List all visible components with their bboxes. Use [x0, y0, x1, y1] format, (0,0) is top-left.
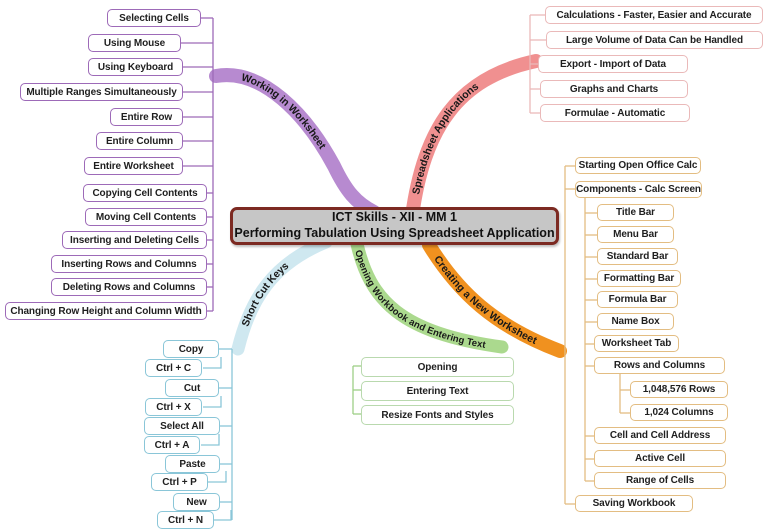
branch-label-working-in-worksheet: Working in Worksheet — [240, 72, 328, 152]
node-selecting-cells: Selecting Cells — [107, 9, 201, 27]
central-topic: ICT Skills - XII - MM 1 Performing Tabul… — [230, 207, 559, 245]
node-formula-bar: Formula Bar — [597, 291, 678, 308]
node-copying-cell-contents: Copying Cell Contents — [83, 184, 207, 202]
node-name-box: Name Box — [597, 313, 674, 330]
node-inserting-deleting-cells: Inserting and Deleting Cells — [62, 231, 207, 249]
central-topic-line2: Performing Tabulation Using Spreadsheet … — [234, 226, 555, 240]
connectors-spreadsheet-applications — [529, 14, 546, 114]
connectors-working-in-worksheet — [181, 17, 214, 312]
node-formatting-bar: Formatting Bar — [597, 270, 681, 287]
node-entire-column: Entire Column — [96, 132, 183, 150]
node-1048576-rows: 1,048,576 Rows — [630, 381, 728, 398]
central-topic-line1: ICT Skills - XII - MM 1 — [331, 210, 458, 225]
connectors-opening-workbook — [352, 365, 361, 415]
node-cut: Cut — [165, 379, 219, 397]
connectors-short-cut-keys — [201, 348, 233, 521]
node-using-mouse: Using Mouse — [88, 34, 181, 52]
branch-label-spreadsheet-applications: Spreadsheet Applications — [410, 80, 481, 195]
node-ctrl-x: Ctrl + X — [145, 398, 202, 416]
node-opening: Opening — [361, 357, 514, 377]
node-cell-and-cell-address: Cell and Cell Address — [594, 427, 726, 444]
node-deleting-rows-columns: Deleting Rows and Columns — [51, 278, 207, 296]
connectors-creating-new-worksheet — [564, 165, 630, 505]
node-calculations: Calculations - Faster, Easier and Accura… — [545, 6, 763, 24]
band-working-in-worksheet — [216, 75, 374, 212]
node-ctrl-a: Ctrl + A — [144, 436, 200, 454]
node-using-keyboard: Using Keyboard — [88, 58, 183, 76]
node-1024-columns: 1,024 Columns — [630, 404, 728, 421]
node-starting-open-office-calc: Starting Open Office Calc — [575, 157, 701, 174]
node-inserting-rows-columns: Inserting Rows and Columns — [51, 255, 207, 273]
node-new: New — [173, 493, 220, 511]
node-ctrl-c: Ctrl + C — [145, 359, 202, 377]
node-graphs-and-charts: Graphs and Charts — [540, 80, 688, 98]
node-resize-fonts-and-styles: Resize Fonts and Styles — [361, 405, 514, 425]
node-saving-workbook: Saving Workbook — [575, 495, 693, 512]
node-entering-text: Entering Text — [361, 381, 514, 401]
node-paste: Paste — [165, 455, 220, 473]
node-changing-row-height-column-width: Changing Row Height and Column Width — [5, 302, 207, 320]
node-ctrl-n: Ctrl + N — [157, 511, 214, 529]
node-rows-and-columns: Rows and Columns — [594, 357, 725, 374]
node-entire-worksheet: Entire Worksheet — [84, 157, 183, 175]
node-standard-bar: Standard Bar — [597, 248, 678, 265]
node-moving-cell-contents: Moving Cell Contents — [85, 208, 207, 226]
node-large-volume-of-data: Large Volume of Data Can be Handled — [546, 31, 763, 49]
node-title-bar: Title Bar — [597, 204, 674, 221]
node-worksheet-tab: Worksheet Tab — [594, 335, 679, 352]
node-entire-row: Entire Row — [110, 108, 183, 126]
node-select-all: Select All — [144, 417, 220, 435]
node-ctrl-p: Ctrl + P — [151, 473, 208, 491]
node-export-import: Export - Import of Data — [538, 55, 688, 73]
node-components-calc-screen: Components - Calc Screen — [575, 181, 702, 198]
node-active-cell: Active Cell — [594, 450, 726, 467]
node-menu-bar: Menu Bar — [597, 226, 674, 243]
node-range-of-cells: Range of Cells — [594, 472, 726, 489]
node-copy: Copy — [163, 340, 219, 358]
band-short-cut-keys — [238, 242, 326, 349]
node-formulae-automatic: Formulae - Automatic — [540, 104, 690, 122]
node-multiple-ranges: Multiple Ranges Simultaneously — [20, 83, 183, 101]
branch-label-short-cut-keys: Short Cut Keys — [240, 260, 292, 328]
